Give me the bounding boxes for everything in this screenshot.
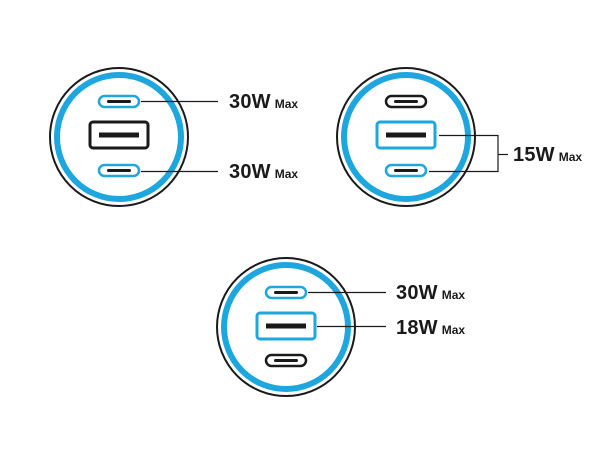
charger-1-usb-c-port-slot-bottom [107,169,131,172]
rating-watts: 30W [229,91,271,113]
charger-2-usb-a-port-slot [386,132,426,138]
rating-watts: 30W [396,282,438,304]
rating-watts: 18W [396,317,438,339]
rating-watts: 15W [513,144,555,166]
charger-3-usb-c-port-slot-bottom [274,359,298,362]
charger-3 [216,257,386,397]
charger-3-usb-a-port-slot [266,323,306,329]
rating-max: Max [274,167,299,181]
rating-max: Max [441,323,466,337]
charger-2-usb-c-port-slot-bottom [394,169,418,172]
charger-2-bracket-leader [429,134,499,173]
charger-3-usb-c-port-slot-top [274,291,298,294]
rating-max: Max [274,97,299,111]
charger-2 [336,67,508,207]
rating-max: Max [441,288,466,302]
charger-1-usb-c-port-slot-top [107,100,131,103]
rating-max: Max [558,150,583,164]
charger-1-usb-a-port-slot [99,132,139,138]
rating-watts: 30W [229,161,271,183]
charger-1 [49,67,218,207]
charger-2-usb-c-port-slot-top [394,100,418,103]
